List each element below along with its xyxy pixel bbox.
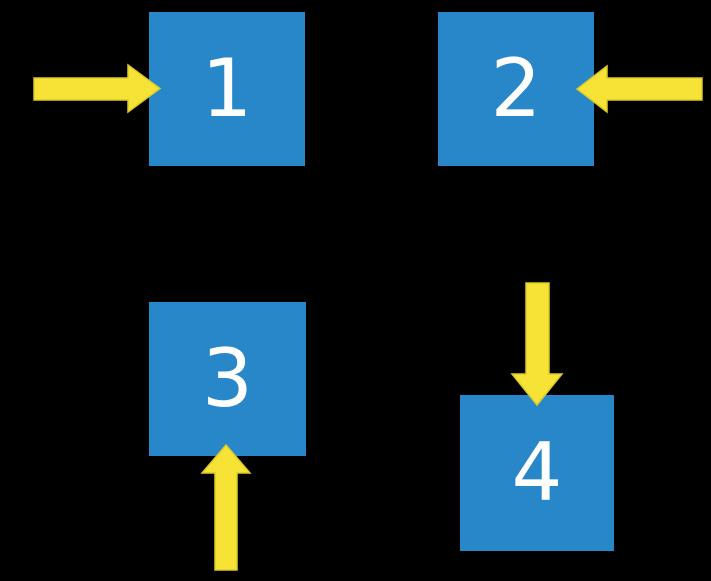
- square-3-label: 3: [202, 332, 253, 425]
- up-arrow-icon: [200, 443, 252, 571]
- left-arrow-icon: [575, 64, 703, 114]
- square-1-label: 1: [201, 42, 253, 135]
- square-4: 4: [460, 395, 614, 551]
- square-4-label: 4: [511, 426, 563, 519]
- square-2-label: 2: [490, 42, 542, 135]
- right-arrow-icon: [33, 63, 162, 114]
- down-arrow-icon: [510, 282, 564, 407]
- square-2: 2: [438, 12, 594, 166]
- square-1: 1: [149, 12, 305, 166]
- square-3: 3: [149, 302, 306, 456]
